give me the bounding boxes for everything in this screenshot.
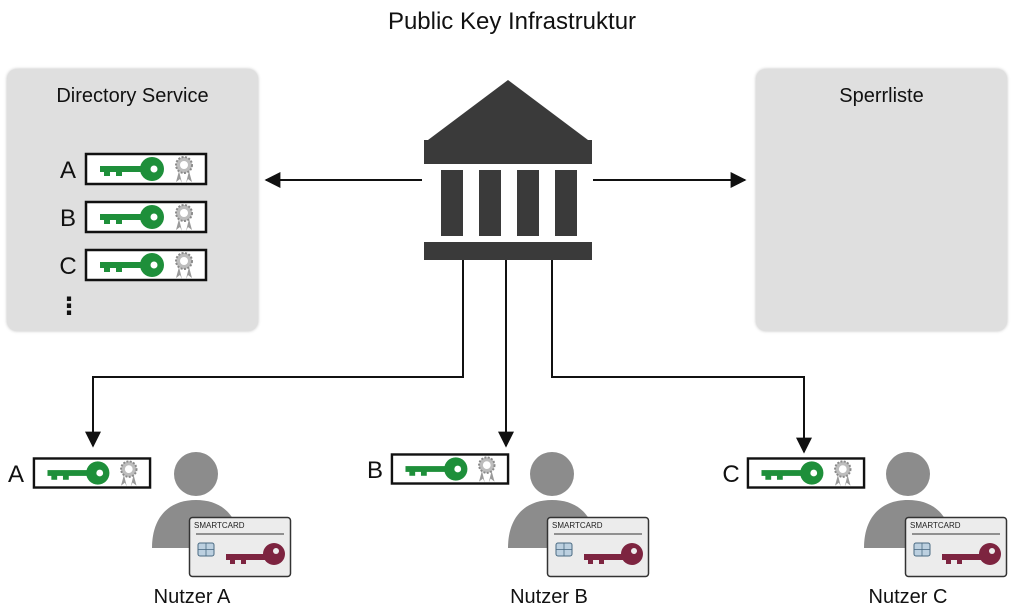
user-a-letter: A (7, 461, 24, 488)
user-c-letter: C (722, 461, 740, 488)
user-a-smartcard-label: SMARTCARD (194, 521, 245, 530)
directory-entry-letter-b: B (59, 205, 76, 232)
directory-entry-letter-a: A (59, 157, 76, 184)
user-c-certificate-icon (746, 456, 866, 490)
user-c-smartcard-label: SMARTCARD (910, 521, 961, 530)
directory-entry-letter-c: C (59, 253, 77, 280)
user-b-name: Nutzer B (510, 586, 588, 608)
user-a-name: Nutzer A (153, 586, 231, 608)
more-entries-ellipsis: ⋮ (57, 293, 81, 320)
bank-building-icon (424, 80, 592, 260)
user-b-letter: B (366, 457, 383, 484)
user-c-name: Nutzer C (868, 586, 948, 608)
user-b-certificate-icon (390, 452, 510, 486)
revocation-list-title: Sperrliste (839, 85, 924, 107)
user-b-smartcard-label: SMARTCARD (552, 521, 603, 530)
directory-service-title: Directory Service (56, 85, 209, 107)
revocation-list-panel: Sperrliste (756, 69, 1007, 331)
user-a-certificate-icon (32, 456, 152, 490)
directory-service-panel: Directory Service (7, 69, 258, 331)
page-title: Public Key Infrastruktur (387, 8, 637, 35)
